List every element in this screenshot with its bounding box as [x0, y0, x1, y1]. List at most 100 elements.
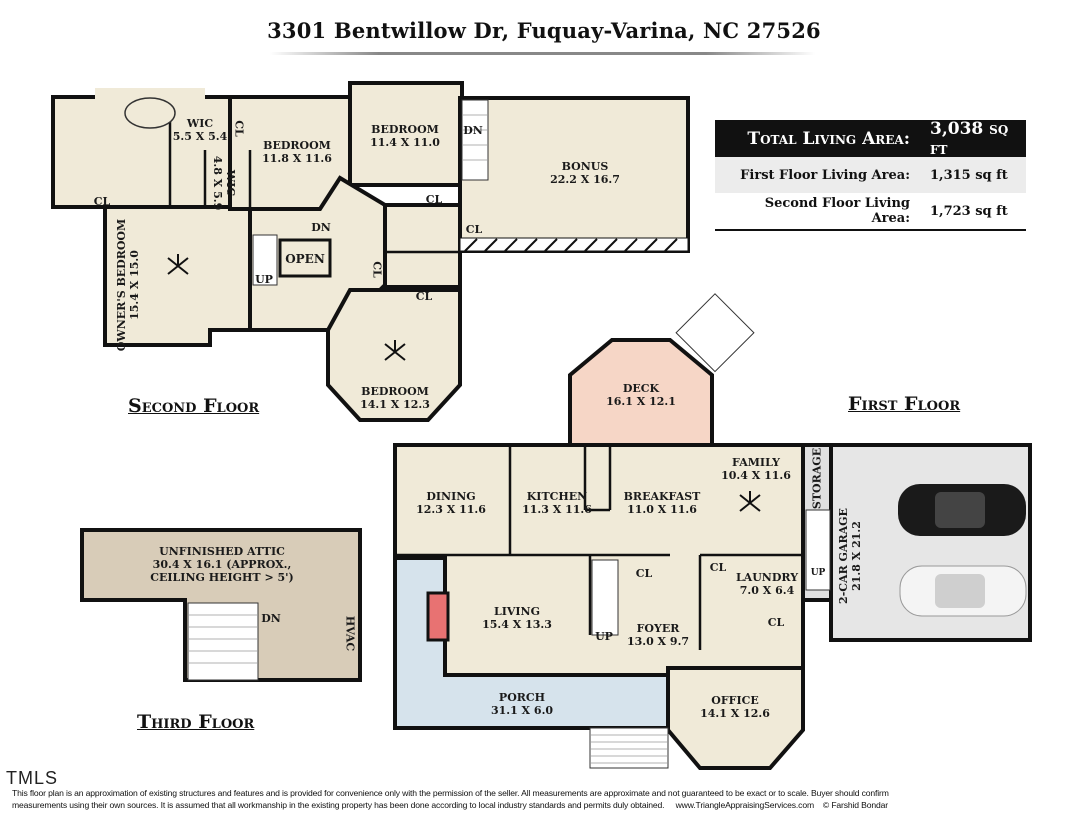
- bathtub: [124, 97, 176, 129]
- room-name: UNFINISHED ATTIC: [159, 545, 285, 558]
- closet-label: CL: [709, 561, 727, 574]
- room-dims: 11.4 X 11.0: [370, 136, 440, 149]
- room-dims: 13.0 X 9.7: [626, 635, 690, 648]
- hall-stairs-up: [252, 234, 278, 286]
- property-address-title: 3301 Bentwillow Dr, Fuquay-Varina, NC 27…: [267, 18, 821, 43]
- room-dims: 15.4 X 15.0: [128, 250, 141, 320]
- first-floor-area-row: First Floor Living Area: 1,315 sq ft: [715, 157, 1026, 193]
- foyer-stairs: [591, 559, 619, 636]
- closet-label: CL: [232, 120, 246, 137]
- deck-stairs: [675, 293, 755, 373]
- row-label: Second Floor Living Area:: [764, 196, 910, 226]
- bedroom-11-4: [348, 81, 464, 187]
- hvac-label: HVAC: [343, 615, 357, 652]
- stairs-up-label: UP: [595, 630, 613, 643]
- disclaimer-line-2: measurements using their own sources. It…: [12, 799, 1082, 811]
- stairs-down-label: DN: [463, 124, 483, 137]
- room-dims: 15.4 X 13.3: [482, 618, 552, 631]
- open-to-below-label: OPEN: [285, 252, 325, 266]
- room-name: 2-CAR GARAGE: [837, 508, 850, 604]
- closet-label: CL: [370, 261, 384, 278]
- room-name: FAMILY: [732, 456, 780, 469]
- room-name: LAUNDRY: [735, 571, 799, 584]
- row-value: 1,723 sq ft: [930, 203, 1008, 219]
- third-floor-title: Third Floor: [137, 711, 255, 733]
- disclaimer-text: measurements using their own sources. It…: [12, 800, 665, 810]
- black-car-roof: [935, 492, 985, 528]
- row-value: 3,038 sq ft: [930, 118, 1009, 159]
- room-dims: 14.1 X 12.6: [700, 707, 770, 720]
- closet-label: CL: [93, 195, 111, 208]
- row-label: First Floor Living Area:: [740, 167, 910, 183]
- open-to-below-outline: [278, 238, 332, 278]
- row-value: 1,315 sq ft: [930, 167, 1008, 183]
- room-dims: 5.5 X 5.4: [172, 130, 228, 143]
- room-dims: 11.3 X 11.6: [522, 503, 592, 516]
- closet-label: CL: [465, 223, 483, 236]
- room-name: DINING: [426, 490, 476, 503]
- hatch-lines: [464, 238, 678, 252]
- living-area-table: Total Living Area: 3,038 sq ft First Flo…: [715, 118, 1026, 231]
- room-label-storage: STORAGE: [811, 448, 824, 509]
- stairs-down-label: DN: [311, 221, 331, 234]
- room-name: BREAKFAST: [623, 490, 701, 503]
- room-name: KITCHEN: [526, 490, 588, 503]
- room-dims: 10.4 X 11.6: [721, 469, 791, 482]
- room-dims: 31.1 X 6.0: [490, 704, 554, 717]
- room-dims: 21.8 X 21.2: [850, 521, 863, 591]
- stairs-up-label: UP: [255, 273, 273, 286]
- stairs-up-label: UP: [810, 568, 826, 578]
- copyright: © Farshid Bondar: [822, 800, 888, 810]
- room-name: DECK: [622, 382, 660, 395]
- attic-stairs: [187, 602, 259, 681]
- room-name: BEDROOM: [361, 385, 429, 398]
- room-name: BONUS: [561, 160, 609, 173]
- closet-label: CL: [415, 290, 433, 303]
- disclaimer-line-1: This floor plan is an approximation of e…: [12, 788, 889, 798]
- room-name: PORCH: [498, 691, 546, 704]
- title-underline: [270, 52, 815, 55]
- upper-stairs: [461, 99, 489, 181]
- garage-stairs: [805, 509, 831, 591]
- ceiling-fan-icon: [167, 254, 761, 512]
- porch-steps: [589, 727, 669, 769]
- room-dims: 22.2 X 16.7: [550, 173, 620, 186]
- room-name: BEDROOM: [371, 123, 439, 136]
- bedroom-14-1: [326, 288, 462, 422]
- room-dims: 7.0 X 6.4: [739, 584, 795, 597]
- room-dims: 12.3 X 11.6: [416, 503, 486, 516]
- stair-treads: [188, 114, 668, 764]
- room-name: STORAGE: [810, 447, 824, 510]
- room-dims: 16.1 X 12.1: [606, 395, 676, 408]
- room-dims: 30.4 X 16.1 (APPROX.,: [152, 558, 292, 571]
- fireplace: [426, 591, 450, 642]
- white-car-roof: [935, 574, 985, 608]
- second-floor-title: Second Floor: [128, 395, 260, 417]
- total-living-area-row: Total Living Area: 3,038 sq ft: [715, 118, 1026, 159]
- room-name: OFFICE: [711, 694, 759, 707]
- room-name: WIC: [224, 169, 237, 197]
- room-name: OWNER'S BEDROOM: [115, 218, 128, 352]
- stairs-down-label: DN: [261, 612, 281, 625]
- disclaimer: This floor plan is an approximation of e…: [12, 787, 1082, 811]
- website-link[interactable]: www.TriangleAppraisingServices.com: [675, 800, 814, 810]
- room-name: FOYER: [636, 622, 680, 635]
- second-floor-area-row: Second Floor Living Area: 1,723 sq ft: [715, 193, 1026, 229]
